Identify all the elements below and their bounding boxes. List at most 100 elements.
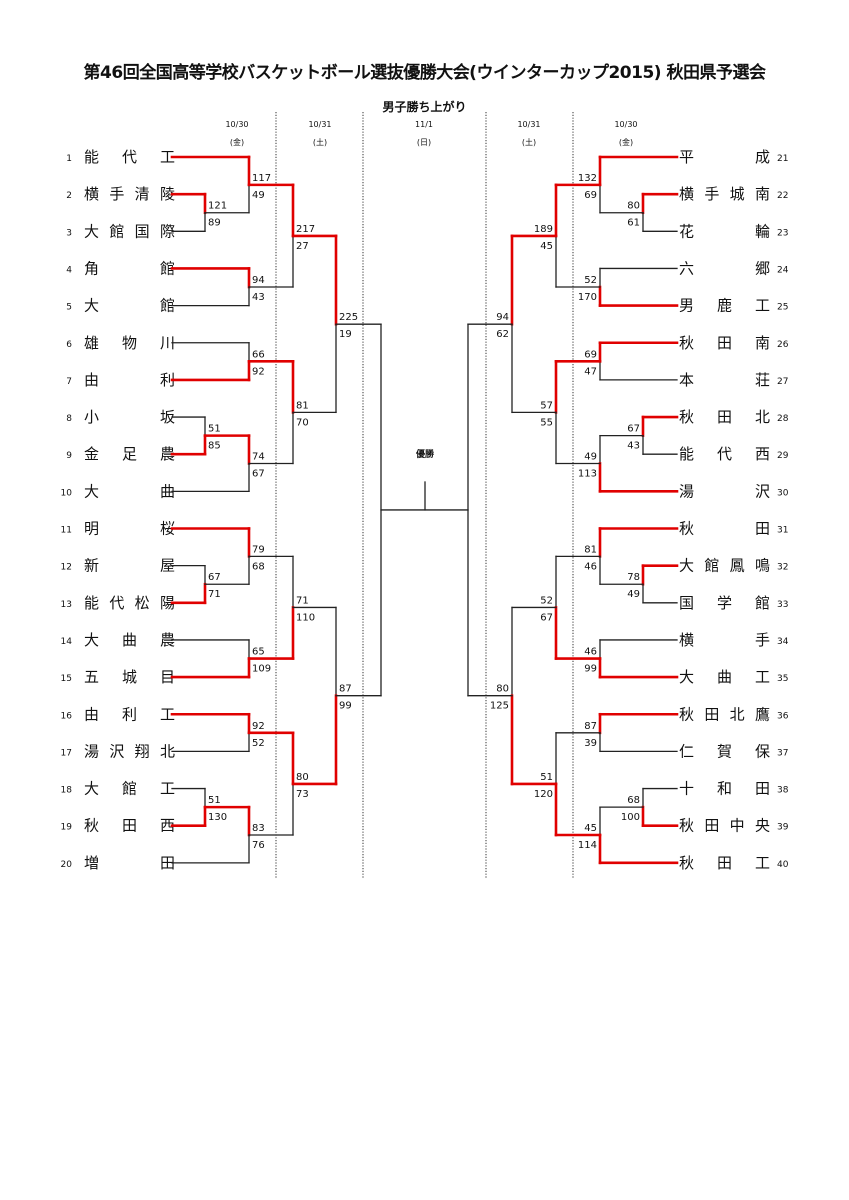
team-name-char: 田	[755, 780, 770, 798]
team-seed: 27	[777, 377, 788, 387]
team-name-char: 秋	[679, 705, 694, 723]
match-score: 68	[252, 561, 265, 572]
match-score: 74	[252, 451, 265, 462]
match-score: 46	[584, 647, 597, 658]
team-seed: 24	[777, 265, 789, 275]
team-name-char: 平	[679, 148, 694, 166]
day-date: 10/31	[517, 120, 541, 129]
team-name-char: 郷	[755, 259, 770, 277]
match-score: 67	[540, 612, 553, 623]
team-name-char: 農	[160, 445, 175, 463]
match-score: 73	[296, 789, 309, 800]
team-name-char: 代	[717, 445, 732, 463]
champion-label: 優勝	[415, 448, 435, 460]
match-score: 121	[208, 201, 227, 212]
match-score: 61	[627, 218, 640, 229]
day-date: 10/30	[614, 120, 638, 129]
team-seed: 20	[61, 860, 73, 870]
team-name-char: 西	[755, 445, 770, 463]
match-score: 65	[252, 647, 265, 658]
team-name-char: 南	[755, 334, 770, 352]
team-name-char: 国	[135, 222, 150, 240]
match-score: 189	[534, 224, 553, 235]
team-seed: 4	[66, 265, 72, 275]
match-score: 51	[208, 795, 221, 806]
team-name-char: 田	[717, 408, 732, 426]
team-name-char: 能	[84, 148, 99, 166]
team-name-char: 曲	[122, 631, 137, 649]
team-seed: 13	[61, 600, 72, 610]
team-seed: 16	[61, 711, 73, 721]
team-name-char: 館	[755, 594, 770, 612]
team-seed: 14	[61, 637, 73, 647]
match-score: 80	[296, 772, 309, 783]
match-score: 70	[296, 417, 309, 428]
match-score: 19	[339, 329, 352, 340]
team-name-char: 利	[160, 371, 175, 389]
team-name-char: 大	[84, 222, 99, 240]
team-seed: 29	[777, 451, 789, 461]
day-header-final: 11/1 (日)	[384, 116, 464, 152]
match-score: 81	[296, 400, 309, 411]
day-header-right-r2: 10/31 (土)	[489, 116, 569, 152]
team-name-char: 鳳	[730, 557, 745, 575]
team-name-char: 増	[84, 854, 99, 872]
match-score: 120	[534, 789, 553, 800]
team-name-char: 翔	[135, 742, 150, 760]
team-name-char: 明	[84, 520, 99, 538]
match-score: 113	[578, 468, 597, 479]
team-name-char: 南	[755, 185, 770, 203]
team-name-char: 横	[84, 185, 99, 203]
team-name-char: 坂	[160, 408, 175, 426]
team-name-char: 農	[160, 631, 175, 649]
team-name-char: 五	[84, 668, 99, 686]
team-name-char: 小	[84, 408, 99, 426]
match-score: 100	[621, 812, 640, 823]
team-name-char: 陵	[160, 185, 175, 203]
match-score: 170	[578, 292, 597, 303]
day-weekday: (土)	[521, 138, 537, 147]
team-name-char: 輪	[755, 222, 770, 240]
match-score: 62	[496, 329, 509, 340]
team-name-char: 秋	[679, 520, 694, 538]
team-name-char: 新	[84, 557, 99, 575]
match-score: 68	[627, 795, 640, 806]
day-header-left-r1: 10/30 (金)	[197, 116, 277, 152]
match-score: 27	[296, 241, 309, 252]
team-name-char: 男	[679, 297, 694, 315]
team-seed: 7	[66, 377, 72, 387]
team-name-char: 雄	[84, 334, 99, 352]
team-name-char: 横	[679, 631, 694, 649]
team-name-char: 学	[717, 594, 732, 612]
team-seed: 5	[66, 303, 72, 313]
team-name-char: 手	[109, 185, 124, 203]
team-name-char: 代	[109, 594, 124, 612]
team-seed: 40	[777, 860, 789, 870]
team-name-char: 保	[755, 742, 770, 760]
match-score: 217	[296, 224, 315, 235]
match-score: 66	[252, 349, 265, 360]
team-seed: 34	[777, 637, 789, 647]
day-date: 11/1	[415, 120, 433, 129]
team-name-char: 中	[730, 817, 745, 835]
team-seed: 39	[777, 823, 789, 833]
match-score: 83	[252, 823, 265, 834]
day-date: 10/30	[225, 120, 249, 129]
day-weekday: (金)	[618, 138, 634, 147]
team-name-char: 手	[755, 631, 770, 649]
team-seed: 25	[777, 303, 788, 313]
match-score: 76	[252, 840, 265, 851]
team-name-char: 川	[160, 334, 175, 352]
team-seed: 21	[777, 154, 788, 164]
match-score: 117	[252, 173, 271, 184]
team-seed: 1	[66, 154, 72, 164]
match-score: 125	[490, 701, 509, 712]
match-score: 52	[540, 595, 553, 606]
match-score: 92	[252, 721, 265, 732]
team-name-char: 大	[679, 668, 694, 686]
team-seed: 3	[66, 228, 72, 238]
match-score: 67	[627, 424, 640, 435]
team-name-char: 城	[122, 668, 137, 686]
team-seed: 11	[61, 526, 72, 536]
